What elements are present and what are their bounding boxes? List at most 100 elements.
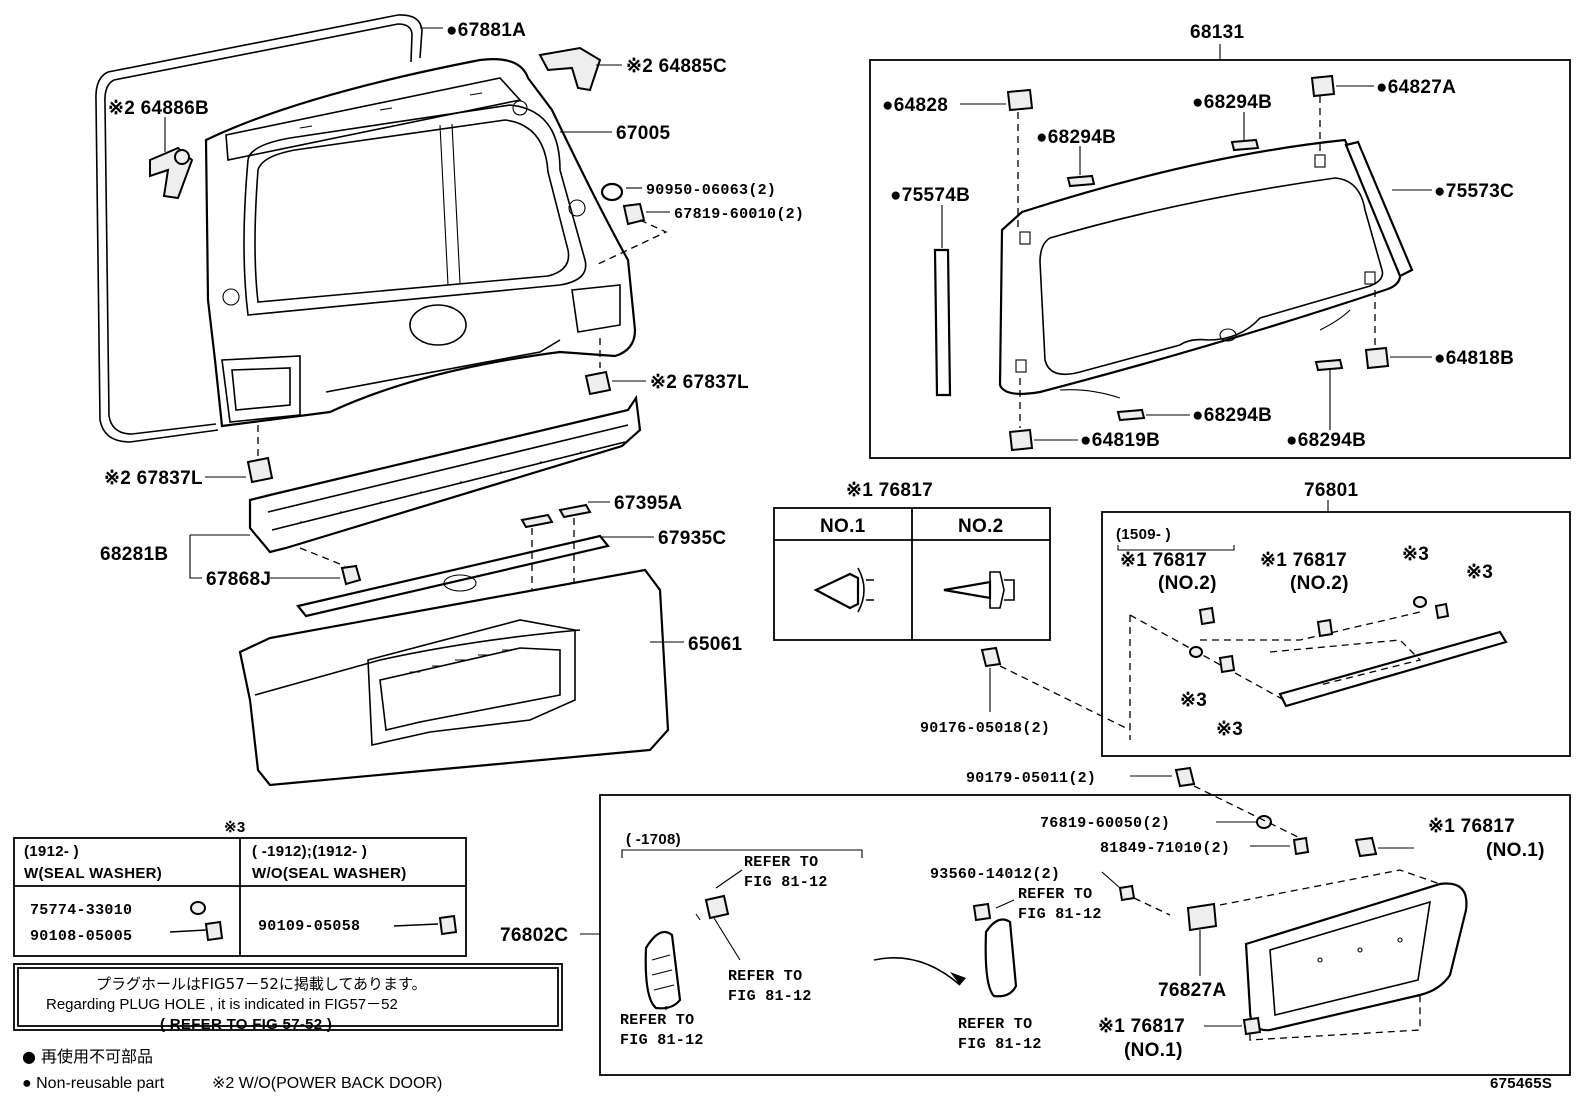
washer-right-part1: 90109-05058 <box>258 918 360 935</box>
label-64885C: ※2 64885C <box>626 56 727 77</box>
box-76801 <box>1101 511 1571 757</box>
label-68294B-b: ●68294B <box>1036 127 1116 148</box>
label-90179: 90179-05011(2) <box>966 770 1096 787</box>
leaders-68131 <box>941 85 1432 441</box>
leaders-left <box>164 27 684 643</box>
spacer-68294B-a <box>1230 138 1260 152</box>
license-garnish-76802C <box>1186 869 1468 1041</box>
refer-2-line2: FIG 81-12 <box>728 988 812 1005</box>
label-76801: 76801 <box>1304 480 1358 501</box>
washer-left-head1: (1912- ) <box>24 843 79 860</box>
clip-table-head-no2: NO.2 <box>958 516 1004 537</box>
label-65061: 65061 <box>688 634 742 655</box>
box76801-s3c: ※3 <box>1180 690 1207 711</box>
clip-64828 <box>1006 88 1034 112</box>
legend-nonreusable-jp: ● 再使用不可部品 <box>22 1047 153 1066</box>
refer-4-line1: REFER TO <box>1018 886 1092 903</box>
label-64828: ●64828 <box>882 95 948 116</box>
striker-67837L-left <box>246 456 274 484</box>
clip-67868J <box>340 564 362 586</box>
label-93560: 93560-14012(2) <box>930 866 1060 883</box>
label-90950: 90950-06063(2) <box>646 182 776 199</box>
spacer-68294B-b <box>1066 174 1096 188</box>
box-76802C <box>599 794 1571 1076</box>
label-67881A: ●67881A <box>446 20 526 41</box>
spacer-68294B-d <box>1314 358 1344 372</box>
label-81849: 81849-71010(2) <box>1100 840 1230 857</box>
diagram-id: 675465S <box>1490 1075 1552 1092</box>
box76801-s3a: ※3 <box>1402 544 1429 565</box>
label-76817-bottom-no: (NO.1) <box>1124 1040 1183 1061</box>
clip-64818B <box>1364 346 1390 370</box>
label-68131: 68131 <box>1190 22 1244 43</box>
nut-90179 <box>1174 766 1196 788</box>
washer-left-part2: 90108-05005 <box>30 928 132 945</box>
label-67837L-left: ※2 67837L <box>104 468 203 489</box>
label-64827A: ●64827A <box>1376 77 1456 98</box>
label-68294B-d: ●68294B <box>1286 430 1366 451</box>
plug-90950 <box>600 182 624 202</box>
box76801-clipA-no: (NO.2) <box>1158 573 1217 594</box>
back-door-panel-67005 <box>204 58 637 428</box>
pad-67395A-a <box>520 513 554 529</box>
label-68281B: 68281B <box>100 544 168 565</box>
label-67935C: 67935C <box>658 528 726 549</box>
pad-67395A-b <box>558 503 592 519</box>
spacer-68294B-c <box>1116 408 1146 422</box>
label-76819: 76819-60050(2) <box>1040 815 1170 832</box>
note-box <box>13 963 563 1031</box>
refer-4-line2: FIG 81-12 <box>1018 906 1102 923</box>
label-67395A: 67395A <box>614 493 682 514</box>
label-67005: 67005 <box>616 123 670 144</box>
label-75574B: ●75574B <box>890 185 970 206</box>
box76801-clipB: ※1 76817 <box>1260 550 1347 571</box>
label-76817-bottom: ※1 76817 <box>1098 1016 1185 1037</box>
note-english: Regarding PLUG HOLE , it is indicated in… <box>46 996 398 1013</box>
refer-2-line1: REFER TO <box>728 968 802 985</box>
label-64886B: ※2 64886B <box>108 98 209 119</box>
refer-1-line1: REFER TO <box>744 854 818 871</box>
label-90176: 90176-05018(2) <box>920 720 1050 737</box>
label-76817-title: ※1 76817 <box>846 480 933 501</box>
washer-right-head2: W/O(SEAL WASHER) <box>252 865 407 882</box>
label-67868J: 67868J <box>206 569 271 590</box>
legend-power-back-door: ※2 W/O(POWER BACK DOOR) <box>212 1075 442 1092</box>
label-64818B: ●64818B <box>1434 348 1514 369</box>
label-76802C: 76802C <box>500 925 568 946</box>
nut-90176 <box>980 646 1002 668</box>
washer-left-head2: W(SEAL WASHER) <box>24 865 162 882</box>
label-76827A: 76827A <box>1158 980 1226 1001</box>
washer-table-title: ※3 <box>224 819 246 836</box>
bolt-93560 <box>1118 884 1136 902</box>
refer-3-line2: FIG 81-12 <box>620 1032 704 1049</box>
clip-64827A <box>1310 74 1336 98</box>
nut-81849 <box>1292 836 1310 856</box>
box76801-clipB-no: (NO.2) <box>1290 573 1349 594</box>
refer-1-line2: FIG 81-12 <box>744 874 828 891</box>
box76802-date: ( -1708) <box>626 831 681 848</box>
washer-table <box>13 837 467 957</box>
label-67819: 67819-60010(2) <box>674 206 804 223</box>
back-glass <box>998 138 1402 399</box>
box76801-date: (1509- ) <box>1116 526 1171 543</box>
box76801-s3d: ※3 <box>1216 719 1243 740</box>
striker-67837L-right <box>584 370 612 396</box>
label-64819B: ●64819B <box>1080 430 1160 451</box>
note-refer: ( REFER TO FIG 57-52 ) <box>160 1016 332 1033</box>
refer-3-line1: REFER TO <box>620 1012 694 1029</box>
garnish-68281B <box>248 394 642 554</box>
clip-table <box>773 507 1051 641</box>
refer-5-line2: FIG 81-12 <box>958 1036 1042 1053</box>
cushion-67819 <box>622 202 646 226</box>
clip-64819B <box>1008 428 1034 452</box>
label-68294B-a: ●68294B <box>1192 92 1272 113</box>
clip-table-head-no1: NO.1 <box>820 516 866 537</box>
hinge-64885C <box>538 46 602 92</box>
clip-76817-bottom <box>1242 1016 1262 1036</box>
clip-76817-right <box>1354 836 1378 858</box>
molding-75573C <box>1344 140 1414 278</box>
box76801-s3b: ※3 <box>1466 562 1493 583</box>
weatherstrip-67881A <box>95 14 423 443</box>
washer-left-part1: 75774-33010 <box>30 902 132 919</box>
